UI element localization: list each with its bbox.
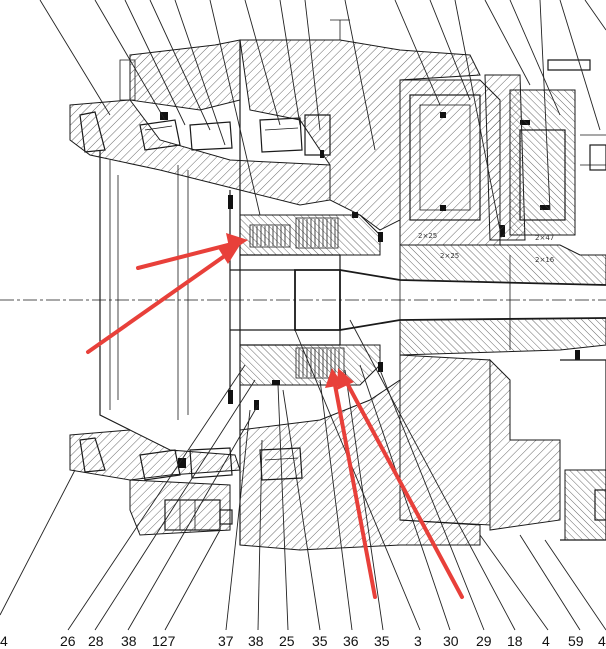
bolt-lower-left <box>164 499 233 531</box>
dimension-note: 2×25 <box>418 232 437 240</box>
main-housing <box>239 19 481 551</box>
bearings-upper <box>139 112 331 158</box>
disc-spring-pack-upper <box>249 217 339 249</box>
callout-label: 38 <box>248 633 264 649</box>
red-arrow-upper-2 <box>86 245 240 354</box>
gear-stage-lower-right <box>399 354 606 541</box>
dimension-note: 2×16 <box>535 256 555 264</box>
callout-label: 25 <box>279 633 295 649</box>
callout-label: 28 <box>88 633 104 649</box>
red-arrow-lower-2 <box>337 368 464 599</box>
output-shaft <box>339 244 606 356</box>
dimension-note: 2×25 <box>440 252 459 260</box>
callout-label: 38 <box>121 633 137 649</box>
left-housing-lower <box>69 429 241 536</box>
callout-label: 4 <box>0 633 8 649</box>
callout-label: 37 <box>218 633 234 649</box>
gear-stage-right <box>399 59 606 246</box>
leader-lines-top <box>39 0 606 231</box>
hub-body <box>99 150 231 431</box>
callout-label: 36 <box>343 633 359 649</box>
callout-label: 4 <box>542 633 550 649</box>
callout-labels: 4 26 28 38 127 37 38 25 35 36 35 3 30 29… <box>0 633 606 649</box>
callout-label: 35 <box>312 633 328 649</box>
callout-label: 18 <box>507 633 523 649</box>
callout-label: 59 <box>568 633 584 649</box>
leader-lines-bottom <box>0 319 606 631</box>
callout-label: 35 <box>374 633 390 649</box>
disc-spring-pack-lower <box>295 347 345 379</box>
bearings-lower <box>139 447 303 481</box>
dimension-note: 2×47 <box>535 234 554 242</box>
callout-label: 3 <box>414 633 422 649</box>
callout-label: 4 <box>598 633 606 649</box>
callout-label: 26 <box>60 633 76 649</box>
callout-label: 29 <box>476 633 492 649</box>
callout-label: 127 <box>152 633 176 649</box>
callout-label: 30 <box>443 633 459 649</box>
